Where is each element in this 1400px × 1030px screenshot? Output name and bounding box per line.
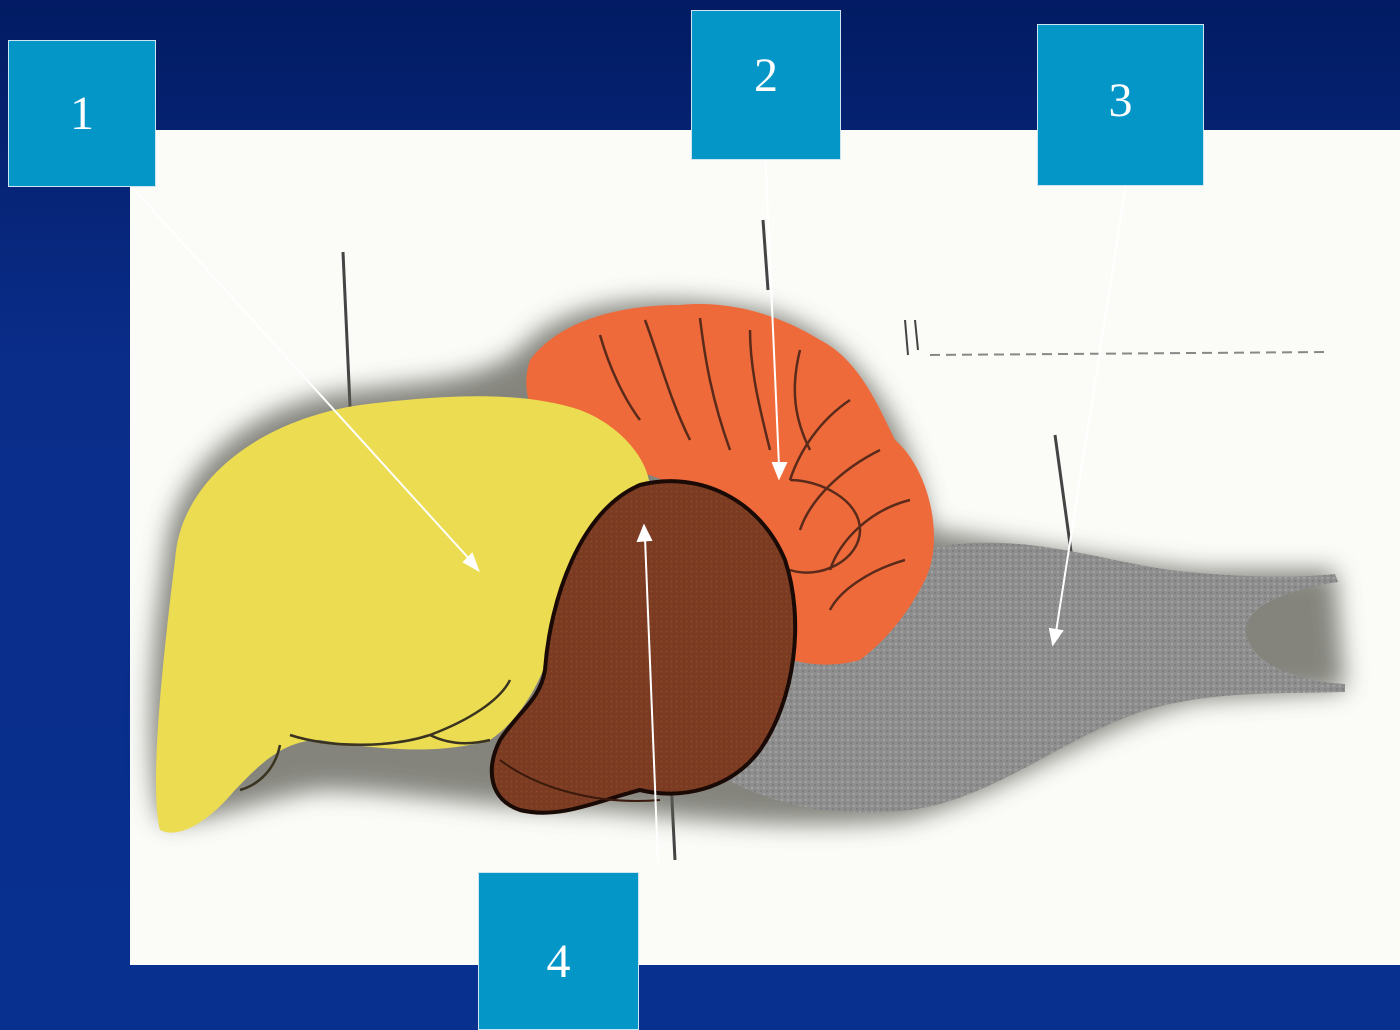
label-2-text: 2 [754,48,778,103]
label-box-2: 2 [691,10,841,160]
label-4-text: 4 [547,934,571,989]
label-box-3: 3 [1037,24,1204,186]
label-1-text: 1 [70,86,94,141]
label-box-4: 4 [478,872,639,1030]
label-3-text: 3 [1109,73,1133,128]
label-box-1: 1 [8,40,156,187]
